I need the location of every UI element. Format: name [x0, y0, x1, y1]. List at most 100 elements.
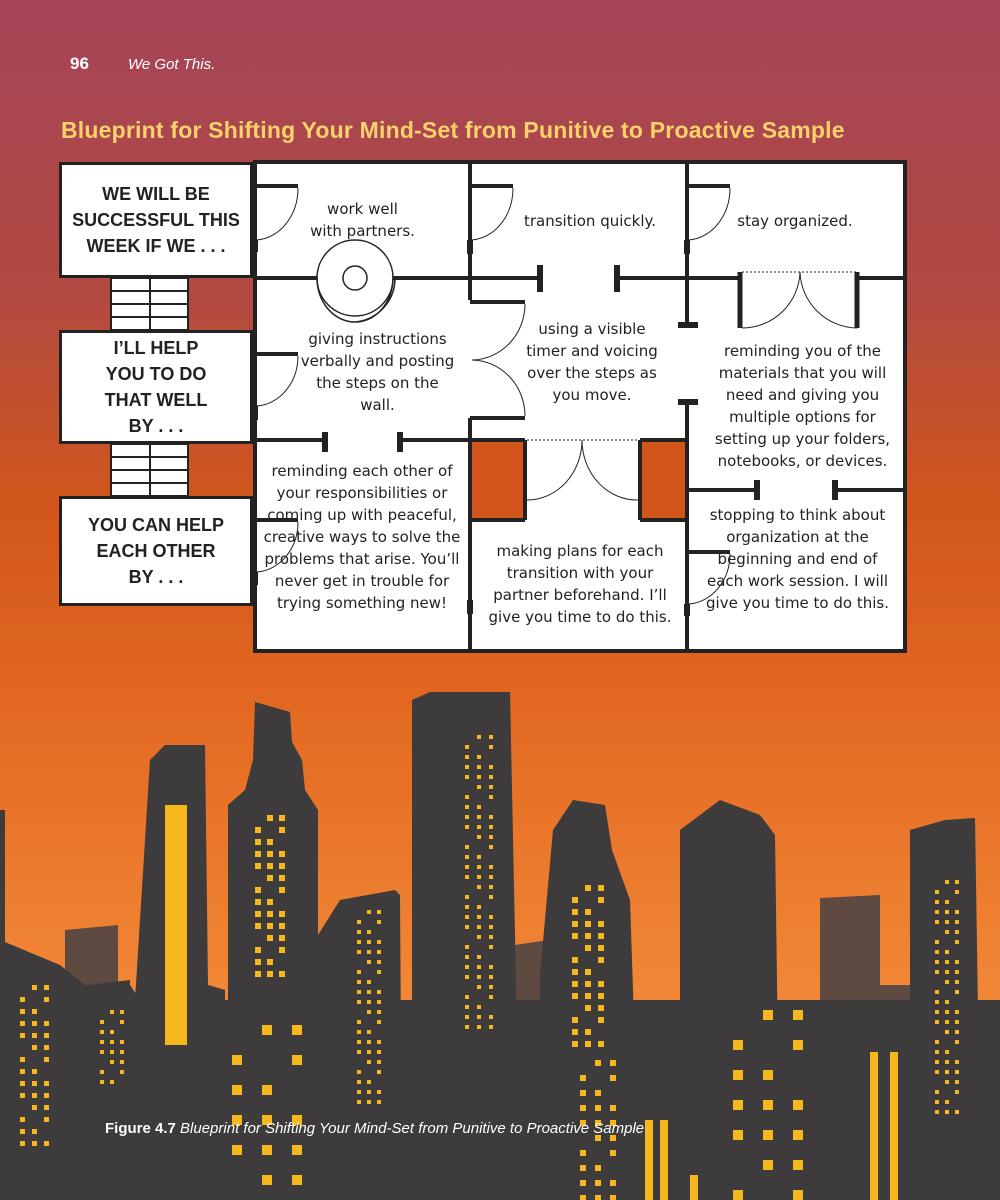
lit-strip: [165, 805, 187, 1045]
window: [255, 887, 261, 893]
window: [585, 1041, 591, 1047]
window: [572, 969, 578, 975]
window: [489, 835, 493, 839]
window: [32, 1033, 37, 1038]
window: [763, 1130, 773, 1140]
window: [945, 970, 949, 974]
window: [32, 1021, 37, 1026]
window: [945, 930, 949, 934]
window: [465, 975, 469, 979]
window: [465, 1015, 469, 1019]
window: [793, 1160, 803, 1170]
window: [357, 940, 361, 944]
window: [580, 1195, 586, 1200]
label-box-successful: WE WILL BE SUCCESSFUL THIS WEEK IF WE . …: [59, 162, 253, 278]
window: [255, 827, 261, 833]
window: [377, 990, 381, 994]
window: [367, 1060, 371, 1064]
window: [357, 950, 361, 954]
window: [357, 920, 361, 924]
window: [232, 1055, 242, 1065]
window: [955, 960, 959, 964]
window: [595, 1090, 601, 1096]
window: [377, 940, 381, 944]
window: [465, 745, 469, 749]
spiral-stair-icon: [316, 239, 396, 323]
window: [465, 755, 469, 759]
room-text: transition quickly.: [523, 212, 657, 230]
window: [367, 1090, 371, 1094]
window: [477, 805, 481, 809]
room-text: stay organized.: [737, 212, 853, 230]
window: [598, 1017, 604, 1023]
window: [477, 1025, 481, 1029]
window: [585, 969, 591, 975]
window: [44, 1045, 49, 1050]
window: [945, 900, 949, 904]
window: [262, 1115, 272, 1125]
window: [377, 920, 381, 924]
window: [377, 1100, 381, 1104]
window: [489, 895, 493, 899]
window: [255, 899, 261, 905]
window: [945, 880, 949, 884]
window: [955, 940, 959, 944]
window: [120, 1020, 124, 1024]
window: [267, 899, 273, 905]
window: [20, 997, 25, 1002]
window: [465, 795, 469, 799]
window: [357, 1040, 361, 1044]
lit-windows: [20, 735, 959, 1200]
window: [945, 1010, 949, 1014]
window: [477, 835, 481, 839]
window: [477, 1005, 481, 1009]
window: [585, 945, 591, 951]
window: [279, 935, 285, 941]
window: [955, 910, 959, 914]
window: [945, 1080, 949, 1084]
window: [955, 1110, 959, 1114]
window: [20, 1069, 25, 1074]
window: [377, 1060, 381, 1064]
window: [20, 1081, 25, 1086]
window: [477, 1015, 481, 1019]
window: [32, 1093, 37, 1098]
window: [935, 950, 939, 954]
window: [733, 1190, 743, 1200]
window: [935, 990, 939, 994]
window: [255, 911, 261, 917]
window: [477, 775, 481, 779]
window: [598, 933, 604, 939]
window: [367, 910, 371, 914]
window: [763, 1100, 773, 1110]
window: [377, 960, 381, 964]
window: [20, 1093, 25, 1098]
window: [357, 980, 361, 984]
window: [610, 1180, 616, 1186]
window: [357, 1020, 361, 1024]
window: [255, 971, 261, 977]
window: [945, 1020, 949, 1024]
window: [477, 765, 481, 769]
room-text: using a visible timer and voicing over t…: [526, 320, 658, 404]
window: [945, 1030, 949, 1034]
window: [489, 995, 493, 999]
window: [367, 1080, 371, 1084]
window: [465, 875, 469, 879]
window: [477, 885, 481, 889]
window: [935, 1050, 939, 1054]
window: [100, 1070, 104, 1074]
window: [489, 785, 493, 789]
window: [44, 997, 49, 1002]
caption-label: Figure 4.7: [105, 1120, 176, 1137]
window: [572, 993, 578, 999]
window: [477, 905, 481, 909]
window: [477, 985, 481, 989]
window: [935, 1040, 939, 1044]
window: [465, 965, 469, 969]
window: [945, 950, 949, 954]
window: [279, 971, 285, 977]
window: [598, 1041, 604, 1047]
window: [935, 1110, 939, 1114]
